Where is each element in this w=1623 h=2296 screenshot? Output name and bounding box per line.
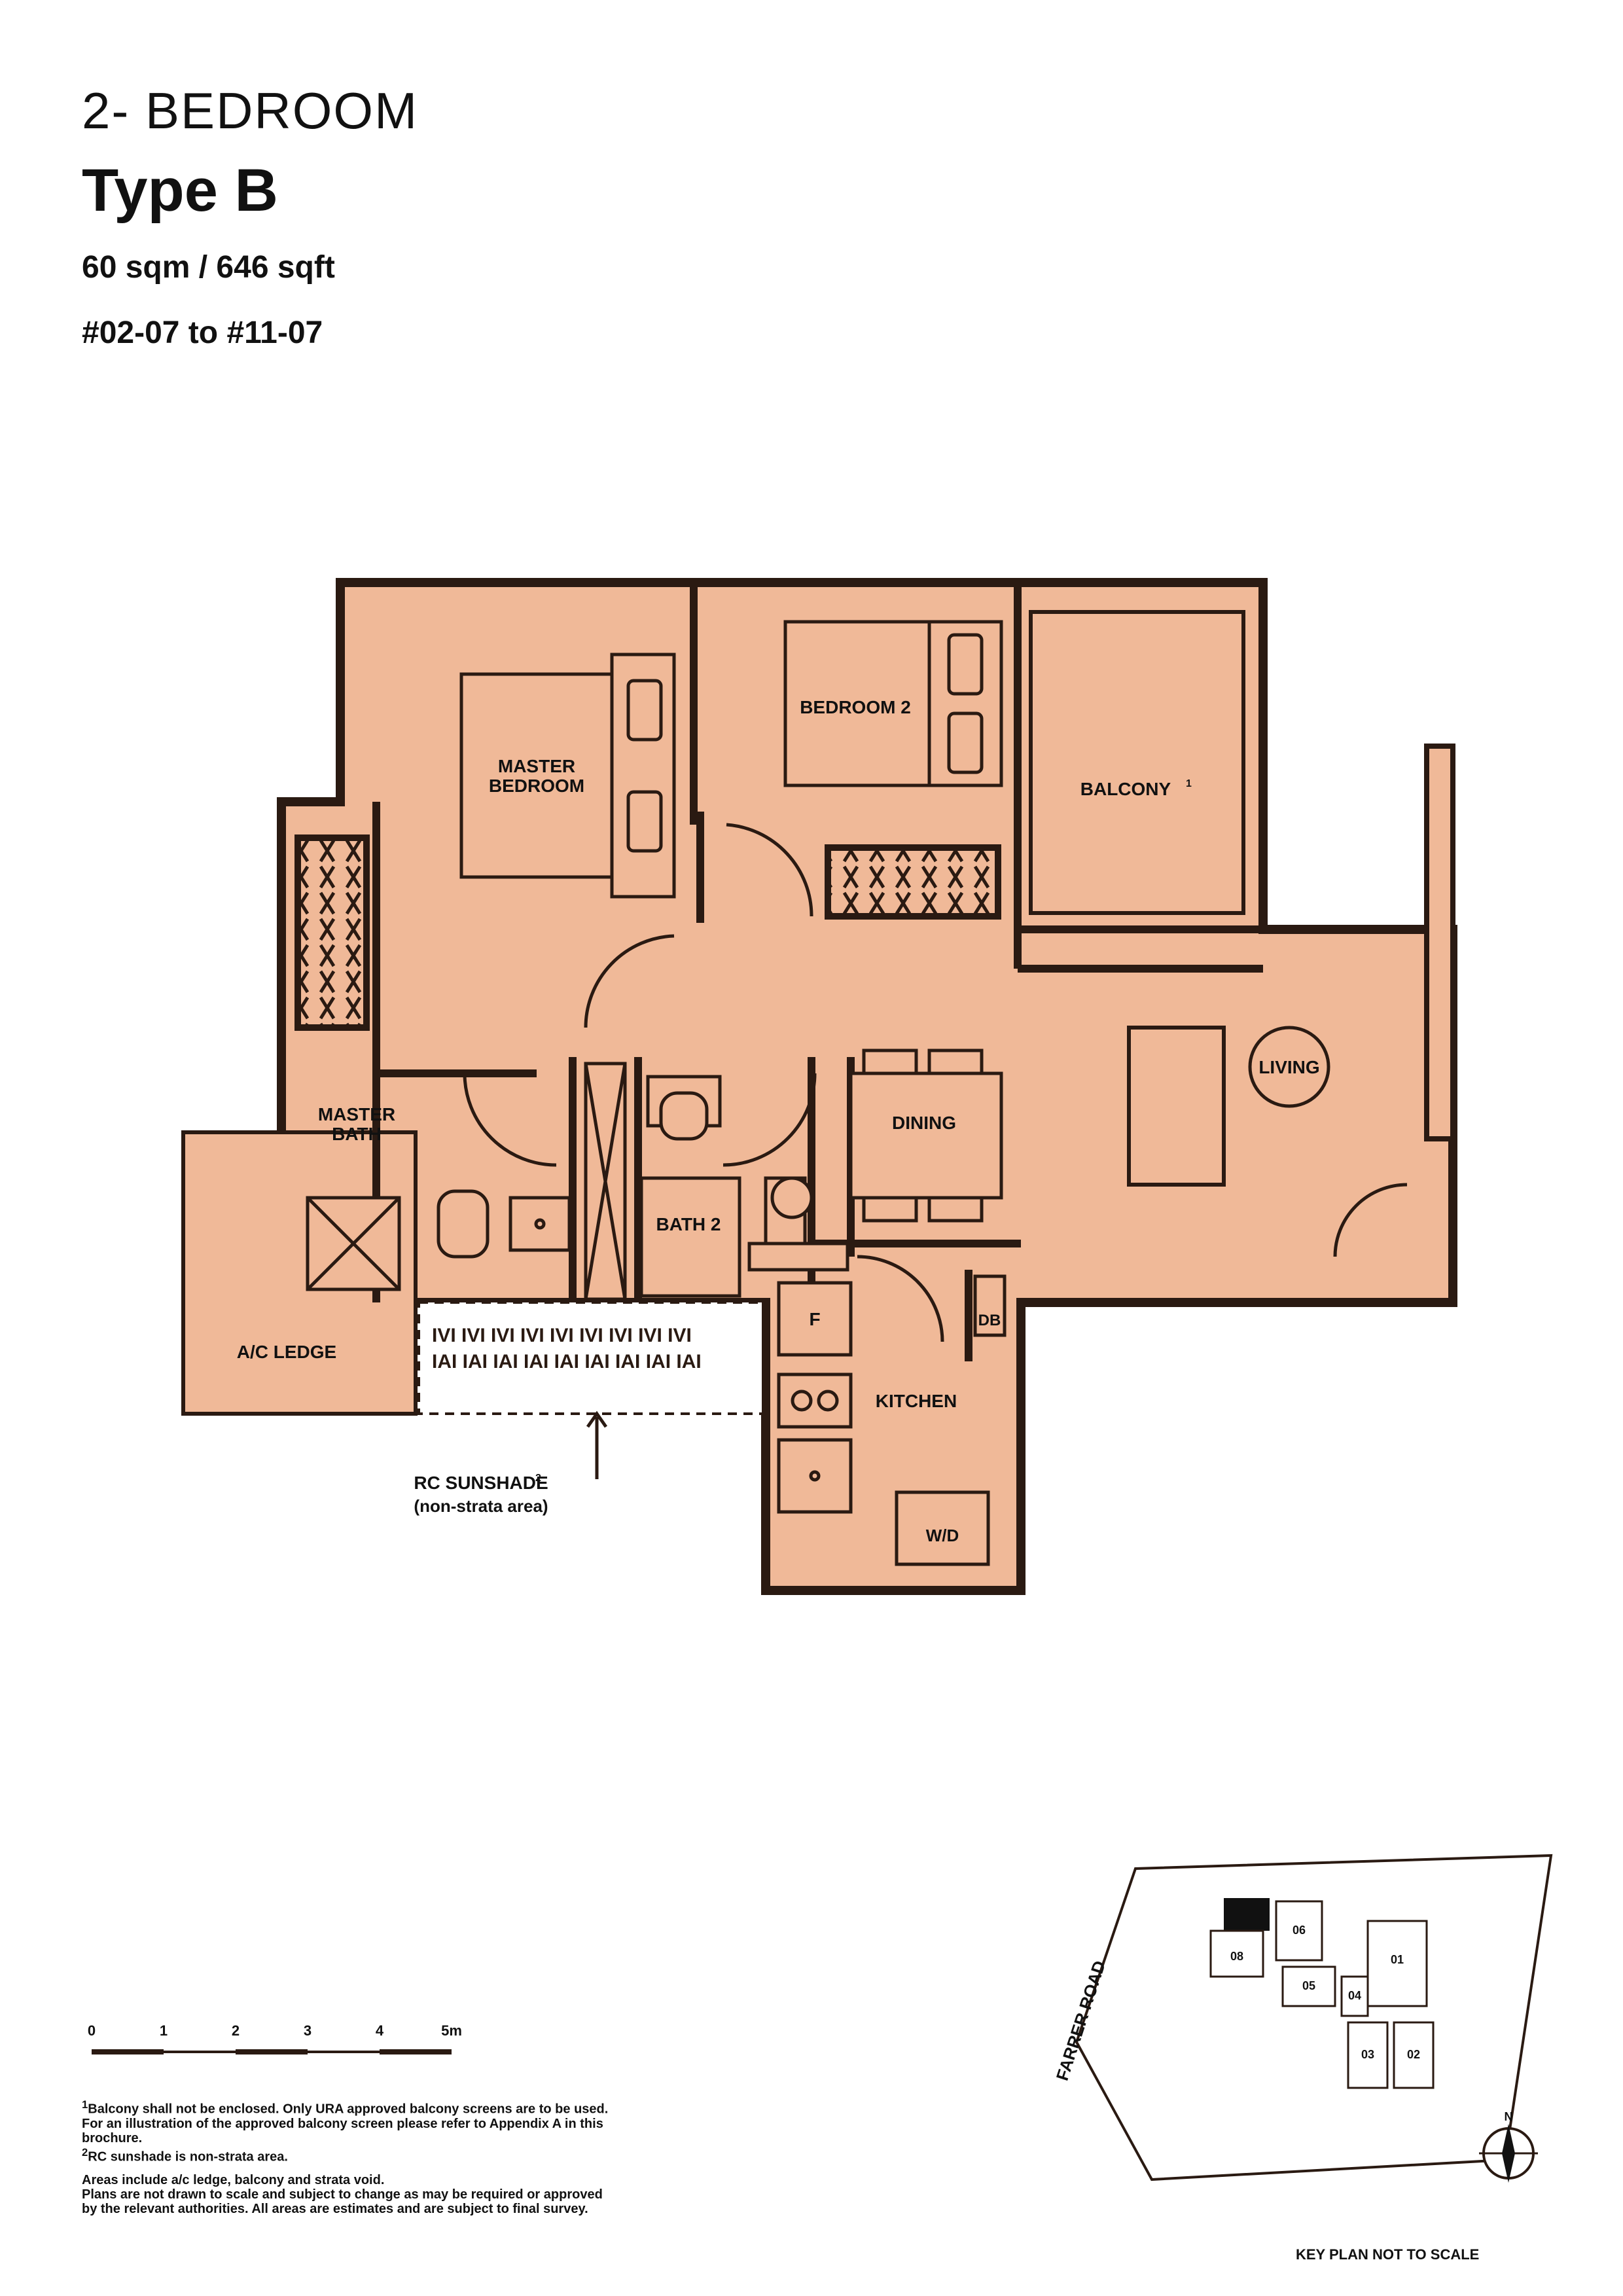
sofa	[1127, 1026, 1226, 1187]
general-note-line1: Areas include a/c ledge, balcony and str…	[82, 2173, 385, 2188]
master-bath-fixtures	[306, 1189, 571, 1291]
scale-tick-4: 4	[376, 2022, 384, 2039]
db-label: DB	[978, 1312, 1001, 1329]
scale-tick-5: 5m	[441, 2022, 462, 2039]
scale-tick-1: 1	[160, 2022, 168, 2039]
door-swings	[463, 823, 1408, 1342]
footnote-1-line2: For an illustration of the approved balc…	[82, 2116, 603, 2131]
sunshade-superscript: 2	[535, 1473, 541, 1484]
key-block-06: 06	[1293, 1924, 1306, 1937]
svg-text:IVI IVI IVI IVI IVI IVI IVI IV: IVI IVI IVI IVI IVI IVI IVI IVI IVI	[432, 1325, 692, 1346]
bath2-label: BATH 2	[656, 1214, 721, 1234]
master-bedroom-label: MASTER	[498, 756, 575, 776]
master-bath-label-line2: BATH	[332, 1124, 382, 1144]
balcony-label: BALCONY	[1080, 779, 1171, 799]
key-block-04: 04	[1348, 1989, 1361, 2002]
wd-label: W/D	[926, 1526, 959, 1545]
general-note-line2: Plans are not drawn to scale and subject…	[82, 2187, 603, 2202]
sunshade-sublabel: (non-strata area)	[414, 1496, 548, 1516]
living-label: LIVING	[1258, 1057, 1319, 1077]
kitchen-fixtures	[747, 1242, 1007, 1566]
footnote-2: 2RC sunshade is non-strata area.	[82, 2145, 288, 2164]
sunshade-grille: IVI IVI IVI IVI IVI IVI IVI IVI IVI IAI …	[432, 1325, 702, 1372]
scale-tick-3: 3	[304, 2022, 312, 2039]
svg-text:IAI IAI IAI IAI IAI IAI IAI IA: IAI IAI IAI IAI IAI IAI IAI IAI IAI	[432, 1351, 702, 1372]
sunshade-area	[418, 1301, 767, 1415]
scale-tick-2: 2	[232, 2022, 240, 2039]
sunshade-label: RC SUNSHADE	[414, 1473, 548, 1493]
service-shaft	[584, 1062, 627, 1301]
unit-area: 60 sqm / 646 sqft	[82, 250, 335, 285]
kitchen-label: KITCHEN	[876, 1391, 957, 1411]
key-plan-highlighted-unit	[1224, 1898, 1270, 1931]
balcony-superscript: 1	[1186, 778, 1192, 789]
footnote-1-line1: Balcony shall not be enclosed. Only URA …	[88, 2102, 609, 2117]
bedroom2-label: BEDROOM 2	[800, 697, 911, 717]
north-arrow-icon	[1479, 2124, 1538, 2183]
unit-numbers: #02-07 to #11-07	[82, 315, 323, 350]
scale-bar: 0 1 2 3 4 5m	[88, 2022, 462, 2054]
key-block-08: 08	[1230, 1950, 1243, 1963]
key-block-05: 05	[1302, 1979, 1315, 1992]
north-label: N	[1505, 2110, 1513, 2123]
scale-tick-0: 0	[88, 2022, 96, 2039]
living-table	[1248, 1026, 1330, 1108]
sunshade-leader	[586, 1410, 608, 1479]
master-bath-label: MASTER	[318, 1104, 395, 1124]
key-plan: 08 06 05 04 01 03 02 FARRER ROAD N	[1052, 1854, 1553, 2183]
bedroom2-wardrobe	[825, 844, 1001, 920]
footnote-1-line3: brochure.	[82, 2130, 143, 2145]
general-note-line3: by the relevant authorities. All areas a…	[82, 2202, 588, 2217]
unit-type-title: 2- BEDROOM	[82, 82, 419, 139]
master-bed	[459, 653, 676, 899]
ac-ledge-label: A/C LEDGE	[237, 1342, 336, 1362]
fridge-label: F	[809, 1309, 820, 1329]
bedroom2-bed	[783, 620, 1003, 787]
master-bedroom-label-line2: BEDROOM	[489, 776, 584, 796]
balcony-outline	[1029, 610, 1245, 915]
key-block-02: 02	[1407, 2048, 1420, 2061]
footnote-1: 1Balcony shall not be enclosed. Only URA…	[82, 2098, 609, 2117]
key-plan-caption: KEY PLAN NOT TO SCALE	[1296, 2246, 1480, 2263]
dining-label: DINING	[892, 1113, 956, 1133]
unit-model-title: Type B	[82, 157, 278, 224]
footnote-2-text: RC sunshade is non-strata area.	[88, 2149, 288, 2164]
key-block-03: 03	[1361, 2048, 1374, 2061]
key-block-01: 01	[1391, 1953, 1404, 1966]
footnotes: 1Balcony shall not be enclosed. Only URA…	[82, 2098, 671, 2216]
master-wardrobe	[294, 834, 370, 1031]
dining-set	[849, 1049, 1003, 1223]
